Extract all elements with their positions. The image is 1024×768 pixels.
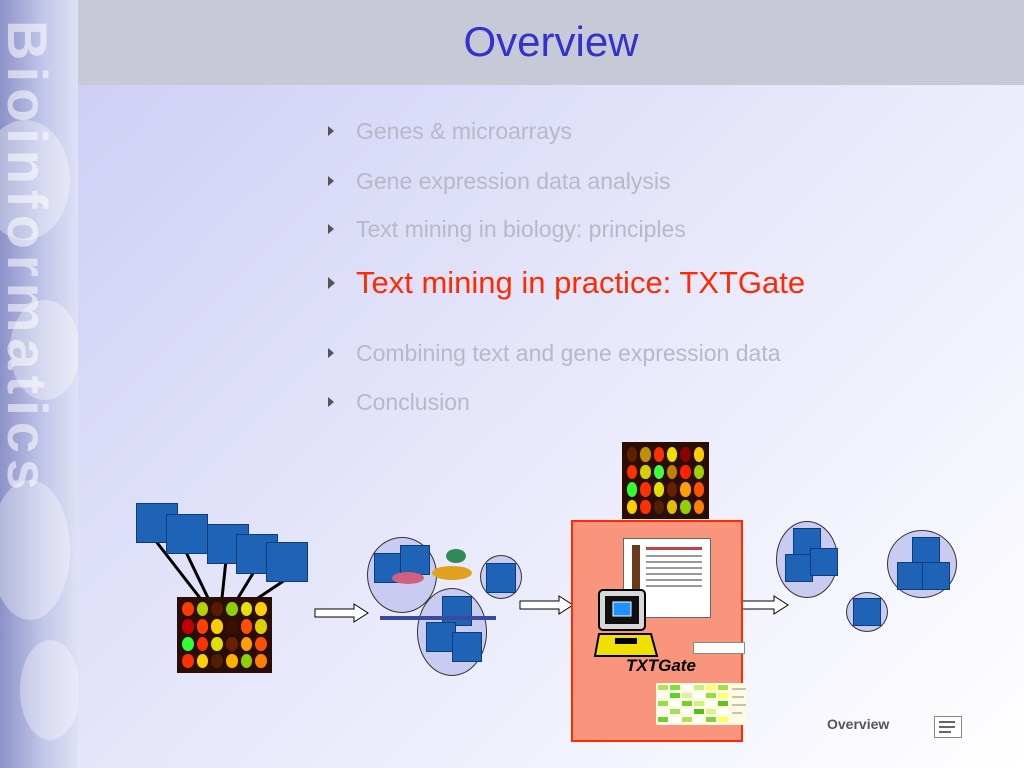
- term-heatmap-thumbnail: [656, 683, 746, 725]
- slide-title: Overview: [463, 18, 639, 65]
- dna-icon: [897, 562, 925, 590]
- bullet-arrow-icon: [328, 348, 334, 358]
- txtgate-label: TXTGate: [626, 656, 696, 675]
- sequence-line: [380, 616, 496, 620]
- bullet-text: Combining text and gene expression data: [356, 340, 781, 366]
- dna-icon: [922, 562, 950, 590]
- decorative-side-strip: Bioinformatics: [0, 0, 78, 768]
- dna-icon: [426, 622, 456, 652]
- flow-arrow-icon: [519, 595, 574, 615]
- footer-section-label: Overview: [827, 716, 890, 732]
- microarray-image: [177, 597, 272, 673]
- bullet-arrow-icon: [328, 224, 334, 234]
- dna-icon: [452, 632, 482, 662]
- bullet-arrow-icon: [328, 126, 334, 136]
- dna-icon: [785, 554, 813, 582]
- dna-icon: [853, 598, 881, 626]
- bullet-arrow-icon: [328, 397, 334, 407]
- bullet-text: Text mining in biology: principles: [356, 216, 686, 242]
- protein-shape: [392, 572, 424, 584]
- flow-arrow-icon: [314, 603, 369, 623]
- dna-icon: [912, 537, 940, 565]
- bullet-text: Genes & microarrays: [356, 118, 573, 144]
- computer-mail-icon: [593, 589, 659, 657]
- dna-icon: [400, 545, 430, 575]
- dna-icon: [166, 514, 208, 554]
- title-band: Overview: [78, 0, 1024, 85]
- slide-navigation-icon[interactable]: [934, 716, 962, 738]
- dna-icon: [486, 563, 516, 593]
- microarray-image: [622, 442, 709, 519]
- dna-icon: [266, 542, 308, 582]
- bullet-text: Gene expression data analysis: [356, 168, 671, 194]
- bullet-text: Conclusion: [356, 389, 470, 415]
- bullet-text: Text mining in practice: TXTGate: [356, 265, 806, 300]
- dna-icon: [810, 548, 838, 576]
- dna-icon: [442, 596, 472, 626]
- bullet-arrow-icon: [328, 176, 334, 186]
- bullet-arrow-icon: [328, 277, 335, 289]
- protein-shape: [432, 566, 472, 580]
- tool-panel-thumbnail: [693, 642, 745, 654]
- protein-shape: [446, 549, 466, 563]
